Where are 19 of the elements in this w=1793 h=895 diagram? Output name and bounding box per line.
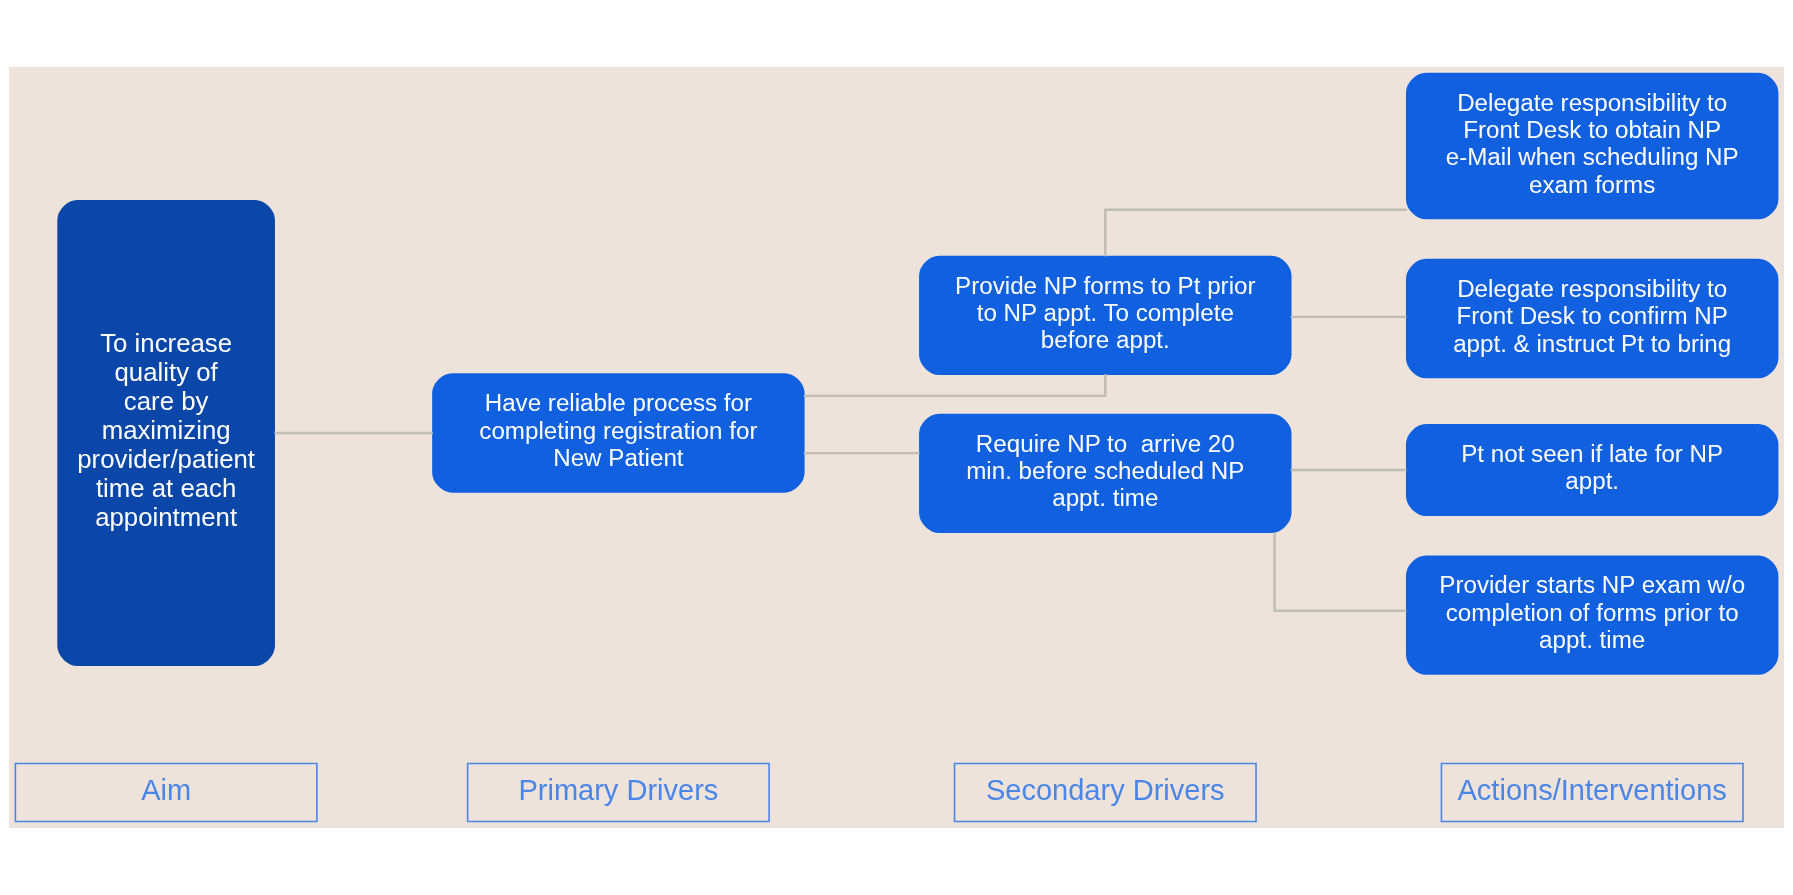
connector: [803, 374, 1107, 398]
connector: [1290, 468, 1407, 472]
connector: [1290, 315, 1407, 319]
node-box: Provide NP forms to Pt prior to NP appt. To complete before appt.: [919, 255, 1292, 375]
node-box: Delegate responsibility to Front Desk to confirm NP appt. & instruct Pt to bring: [1406, 258, 1779, 379]
node-box: Provider starts NP exam w/o completion of forms prior to appt. time: [1406, 555, 1779, 675]
node-box: Aim: [14, 762, 318, 823]
connector: [274, 431, 433, 435]
node-box: Actions/Interventions: [1440, 762, 1744, 823]
connector: [1273, 532, 1407, 612]
node-box: Secondary Drivers: [953, 762, 1257, 823]
connector: [1104, 208, 1407, 257]
node-box: Primary Drivers: [466, 762, 770, 823]
connector: [803, 451, 920, 455]
node-box: To increase quality of care by maximizing provider/patient time at each appointment: [57, 200, 275, 666]
node-box: Require NP to arrive 20 min. before scheduled NP appt. time: [919, 413, 1292, 533]
node-box: Have reliable process for completing registration for New Patient: [432, 373, 805, 493]
node-box: Delegate responsibility to Front Desk to obtain NP e-Mail when scheduling NP exam forms: [1406, 72, 1779, 220]
node-box: Pt not seen if late for NP appt.: [1406, 424, 1779, 517]
